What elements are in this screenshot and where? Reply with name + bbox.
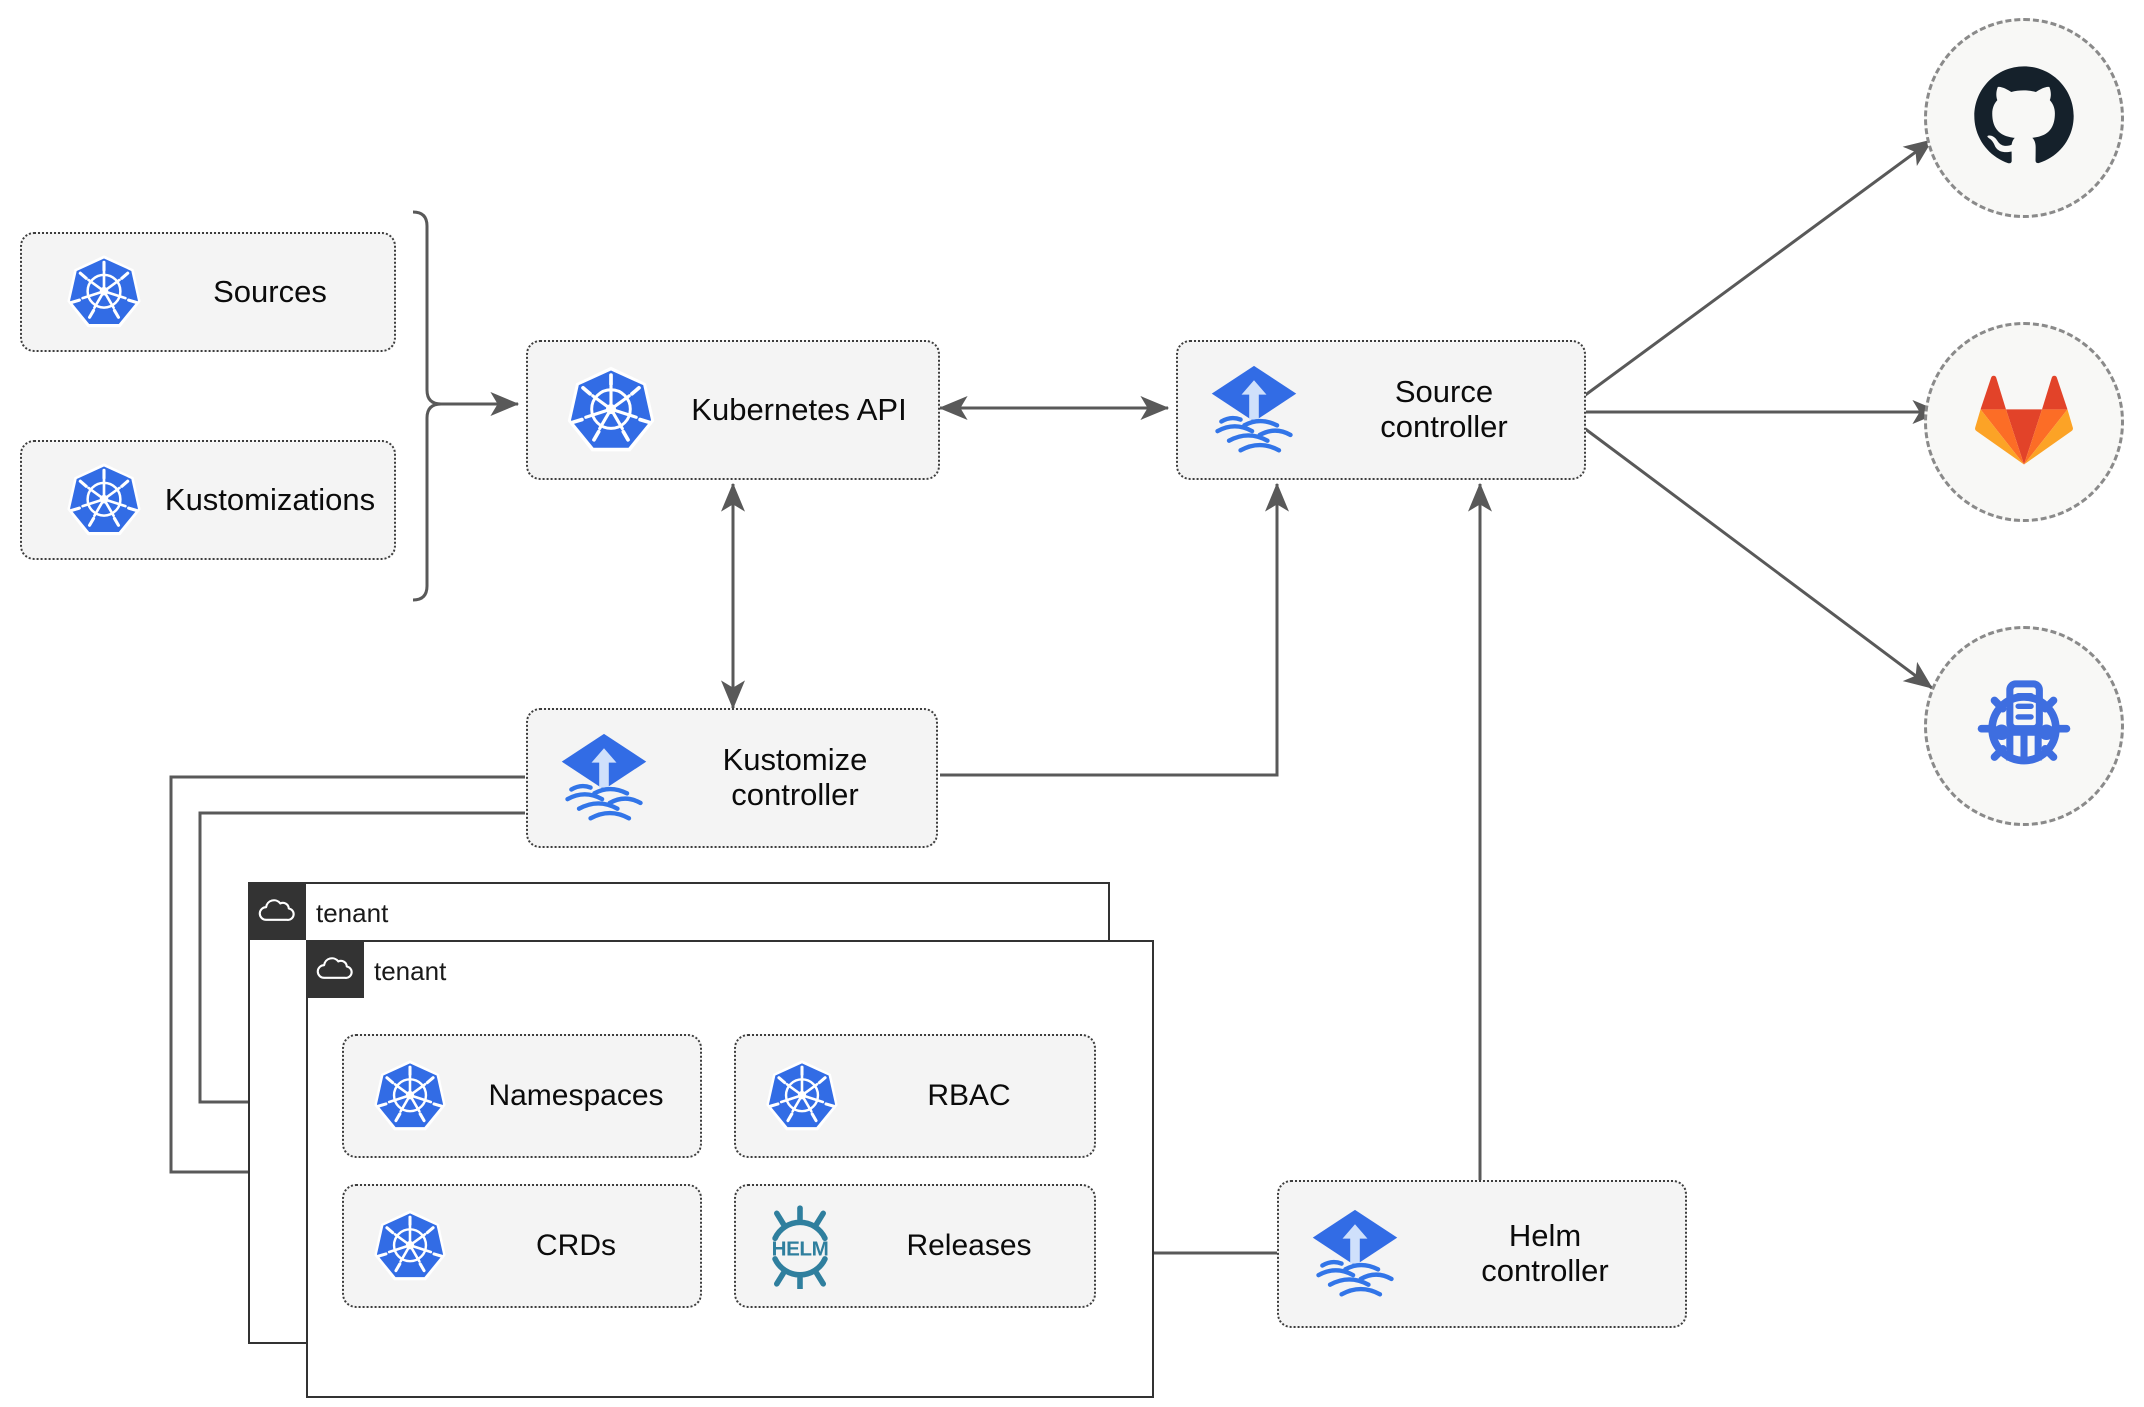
node-namespaces[interactable]: Namespaces (342, 1034, 702, 1158)
kubernetes-icon (362, 1208, 458, 1284)
node-crds-label: CRDs (536, 1229, 616, 1263)
connector-kustomize-source (940, 482, 1289, 777)
node-kustomizations[interactable]: Kustomizations (20, 440, 396, 560)
tenant-container-front[interactable]: tenant Namespaces RBAC CRDs Releases (306, 940, 1154, 1398)
kubernetes-icon (754, 1058, 850, 1134)
cloud-icon (248, 882, 306, 940)
kubernetes-icon (362, 1058, 458, 1134)
flux-icon (1299, 1206, 1411, 1302)
flux-icon (1198, 362, 1310, 458)
node-kubernetes-api-label: Kubernetes API (691, 391, 907, 427)
node-releases[interactable]: Releases (734, 1184, 1096, 1308)
node-kustomize-controller[interactable]: Kustomize controller (526, 708, 938, 848)
github-icon (1970, 62, 2078, 175)
kubernetes-icon (56, 253, 152, 331)
tenant-back-label: tenant (316, 898, 389, 928)
node-kustomize-controller-label: Kustomize controller (722, 742, 868, 812)
node-helm-controller-label: Helm controller (1481, 1218, 1609, 1288)
kubernetes-icon (56, 461, 152, 539)
tenant-front-label: tenant (374, 956, 447, 986)
node-gitlab[interactable] (1924, 322, 2124, 522)
cloud-icon (306, 940, 364, 998)
node-kubernetes-api[interactable]: Kubernetes API (526, 340, 940, 480)
node-helm-controller[interactable]: Helm controller (1277, 1180, 1687, 1328)
node-sources[interactable]: Sources (20, 232, 396, 352)
node-crds[interactable]: CRDs (342, 1184, 702, 1308)
node-sources-label: Sources (213, 273, 327, 309)
node-rbac-label: RBAC (927, 1079, 1011, 1113)
node-releases-label: Releases (906, 1229, 1032, 1263)
node-github[interactable] (1924, 18, 2124, 218)
helm-icon (750, 1203, 850, 1289)
registry-icon (1965, 665, 2083, 788)
connector-source-github (1583, 138, 1933, 398)
node-source-controller[interactable]: Source controller (1176, 340, 1586, 480)
node-namespaces-label: Namespaces (488, 1079, 664, 1113)
kubernetes-icon (556, 364, 666, 456)
gitlab-icon (1971, 367, 2077, 478)
connector-source-registry (1583, 426, 1933, 690)
node-kustomizations-label: Kustomizations (164, 481, 376, 517)
node-rbac[interactable]: RBAC (734, 1034, 1096, 1158)
flux-icon (548, 730, 660, 826)
node-source-controller-label: Source controller (1380, 374, 1508, 444)
connector-brace-group (412, 210, 442, 602)
node-registry[interactable] (1924, 626, 2124, 826)
